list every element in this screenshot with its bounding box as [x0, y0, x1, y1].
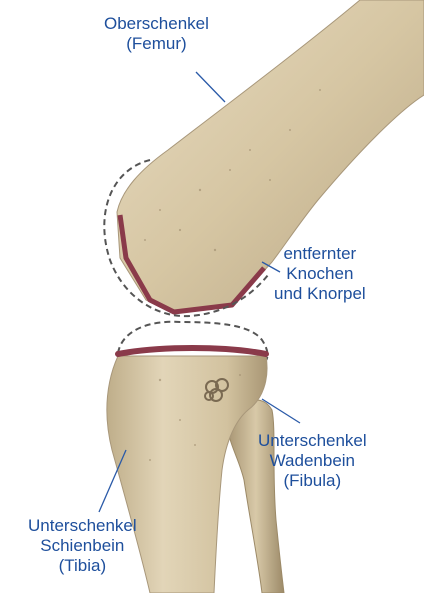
fibula-label-line3: (Fibula)	[258, 471, 367, 491]
tibia-label-line2: Schienbein	[28, 536, 137, 556]
tibia-cut-surface	[118, 348, 266, 354]
femur-label-line2: (Femur)	[104, 34, 209, 54]
tibia-label-line1: Unterschenkel	[28, 516, 137, 536]
tibia-label: Unterschenkel Schienbein (Tibia)	[28, 516, 137, 576]
femur-leader-line	[196, 72, 225, 102]
tibia-label-line3: (Tibia)	[28, 556, 137, 576]
fibula-label: Unterschenkel Wadenbein (Fibula)	[258, 431, 367, 491]
fibula-bone	[228, 400, 284, 593]
removed-label-line3: und Knorpel	[274, 284, 366, 304]
removed-label-line2: Knochen	[274, 264, 366, 284]
femur-label-line1: Oberschenkel	[104, 14, 209, 34]
femur-label: Oberschenkel (Femur)	[104, 14, 209, 54]
fibula-label-line2: Wadenbein	[258, 451, 367, 471]
fibula-label-line1: Unterschenkel	[258, 431, 367, 451]
removed-bone-label: entfernter Knochen und Knorpel	[274, 244, 366, 304]
removed-label-line1: entfernter	[274, 244, 366, 264]
